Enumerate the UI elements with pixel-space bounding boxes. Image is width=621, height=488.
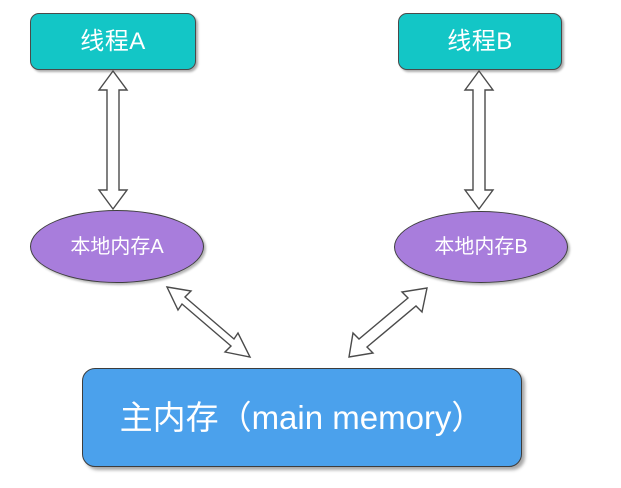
connector-thread-b-to-local-memory-b xyxy=(463,69,495,211)
node-local-memory-a-label: 本地内存A xyxy=(70,235,164,258)
node-local-memory-b[interactable]: 本地内存B xyxy=(394,211,568,283)
node-thread-b-label: 线程B xyxy=(447,27,513,55)
node-local-memory-a[interactable]: 本地内存A xyxy=(30,210,204,283)
connector-local-memory-a-to-main-memory xyxy=(165,286,252,358)
node-thread-b[interactable]: 线程B xyxy=(398,13,562,70)
node-thread-a-label: 线程A xyxy=(80,27,146,55)
node-thread-a[interactable]: 线程A xyxy=(30,13,196,70)
connector-thread-a-to-local-memory-a xyxy=(97,69,129,211)
connector-local-memory-b-to-main-memory xyxy=(348,287,428,358)
node-main-memory[interactable]: 主内存（main memory） xyxy=(82,368,522,467)
node-main-memory-label: 主内存（main memory） xyxy=(119,399,485,436)
node-local-memory-b-label: 本地内存B xyxy=(434,236,528,258)
